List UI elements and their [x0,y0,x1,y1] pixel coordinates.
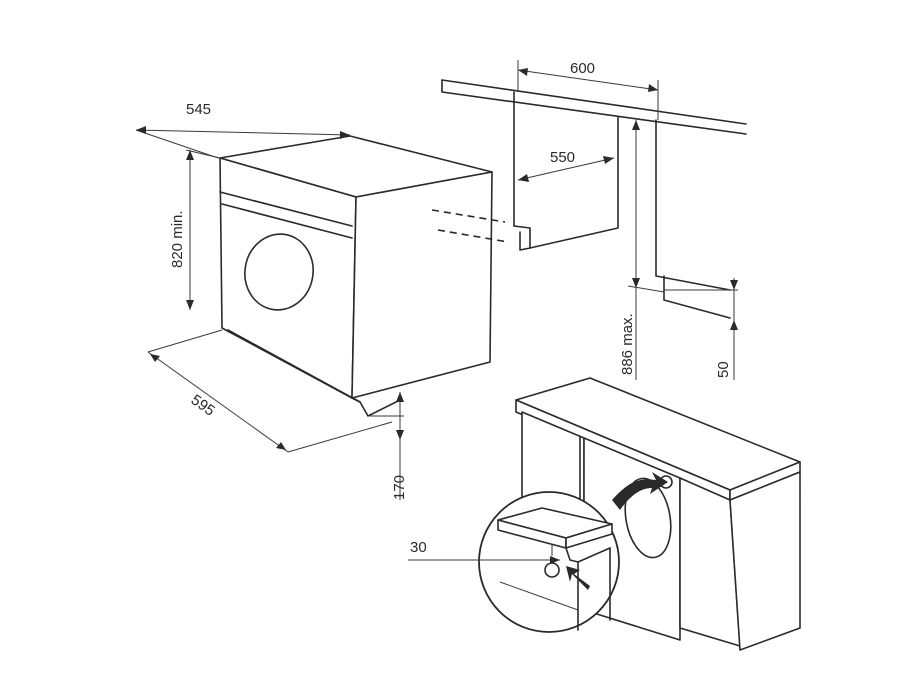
label-820: 820 min. [169,210,186,268]
washing-machine [219,135,509,417]
label-545: 545 [186,101,211,118]
dimension-820: 820 min. [169,149,221,310]
dimension-545: 545 [135,101,351,159]
label-170: 170 [391,475,408,500]
label-600: 600 [570,60,595,77]
dimension-550: 550 [517,149,615,182]
dimension-886: 886 max. [619,120,665,380]
label-595: 595 [188,391,218,419]
label-550: 550 [550,149,575,166]
label-30: 30 [410,539,427,556]
label-886: 886 max. [619,313,636,375]
dimension-600: 600 [517,60,659,120]
recess-section [441,79,747,319]
label-50: 50 [715,361,732,378]
dimension-50: 50 [664,278,738,380]
detail-magnifier [478,491,620,633]
dimension-30: 30 [408,539,560,564]
dimension-170: 170 [370,392,408,500]
